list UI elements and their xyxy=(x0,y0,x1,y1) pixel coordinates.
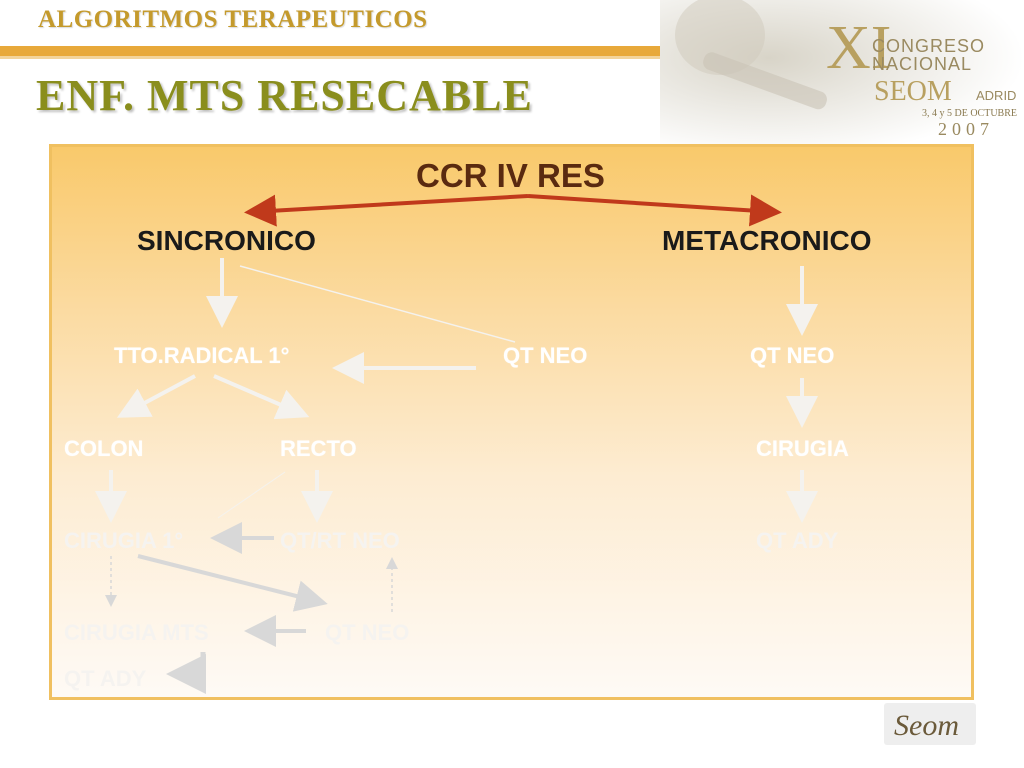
logo-year: 2007 xyxy=(938,119,994,139)
congress-logo: XI CONGRESO NACIONAL SEOM ADRID 3, 4 y 5… xyxy=(660,0,1024,145)
microscope-watermark xyxy=(675,0,765,75)
node-cirugia-mts: CIRUGIA MTS xyxy=(64,620,209,645)
node-qt-rt-neo: QT/RT NEO xyxy=(280,528,400,553)
node-sincronico: SINCRONICO xyxy=(137,225,316,256)
node-qt-ady-bottom: QT ADY xyxy=(64,666,147,691)
telescope-watermark xyxy=(703,52,827,110)
header-rule xyxy=(0,46,840,56)
seom-logo-icon: Seom xyxy=(894,709,959,742)
logo-city: ADRID xyxy=(976,88,1016,103)
node-colon: COLON xyxy=(64,436,144,461)
node-root: CCR IV RES xyxy=(416,157,605,194)
slide-title: ENF. MTS RESECABLE xyxy=(36,71,533,120)
node-metacronico: METACRONICO xyxy=(662,225,872,256)
node-cirugia-meta: CIRUGIA xyxy=(756,436,849,461)
logo-org: SEOM xyxy=(874,76,952,107)
node-qt-neo-sync: QT NEO xyxy=(503,343,588,368)
node-qt-ady-meta: QT ADY xyxy=(756,528,839,553)
logo-line1: CONGRESO xyxy=(872,36,985,56)
header-rule-shadow xyxy=(0,56,840,59)
node-tto-radical: TTO.RADICAL 1° xyxy=(114,343,290,368)
logo-line2: NACIONAL xyxy=(872,54,972,74)
supertitle: ALGORITMOS TERAPEUTICOS xyxy=(38,6,428,33)
node-qt-neo-bottom: QT NEO xyxy=(325,620,410,645)
footer-logo-text: Seom xyxy=(894,709,959,742)
diagram-panel: CCR IV RES SINCRONICO METACRONICO TTO.RA… xyxy=(49,144,974,700)
node-cirugia-1: CIRUGIA 1° xyxy=(64,528,184,553)
logo-roman: XI xyxy=(826,14,891,82)
footer-logo: Seom xyxy=(884,703,976,745)
node-recto: RECTO xyxy=(280,436,357,461)
logo-dates: 3, 4 y 5 DE OCTUBRE xyxy=(922,108,1017,119)
node-qt-neo-meta: QT NEO xyxy=(750,343,835,368)
